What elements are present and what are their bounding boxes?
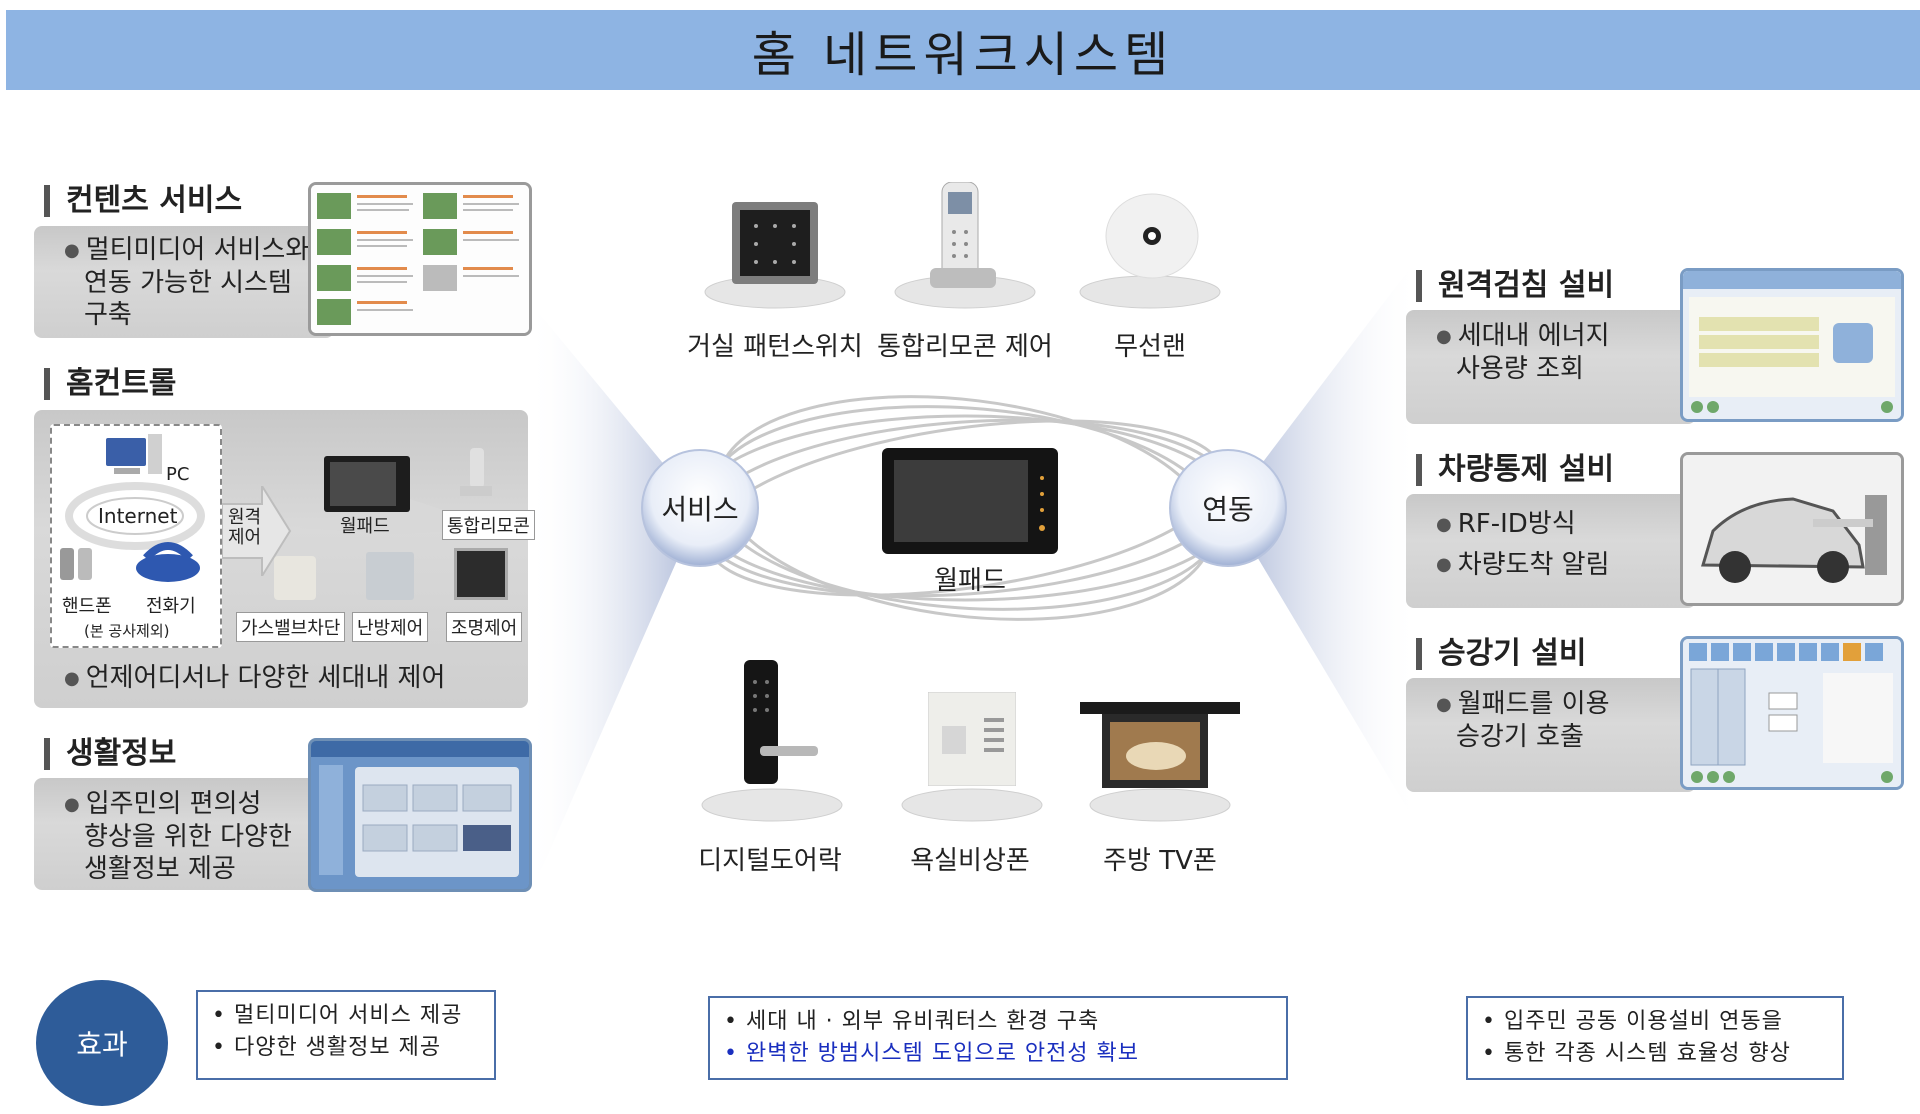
bullet-dot-icon: ● [64,239,80,261]
heating-device [366,552,414,600]
bath-phone-label: 욕실비상폰 [910,846,1030,876]
contents-text: ●멀티미디어 서비스와 연동 가능한 시스템 구축 [64,234,309,331]
elevator-line: 월패드를 이용 [1457,689,1610,719]
effect-line: • 통한 각종 시스템 효율성 향상 [1482,1041,1791,1066]
center-wallpad-device [882,448,1058,554]
vehicle-photo [1680,452,1904,606]
heating-label: 난방제어 [352,612,429,642]
elevator-heading: 승강기 설비 [1416,638,1586,670]
doorlock-label: 디지털도어락 [698,846,842,876]
effect-badge: 효과 [36,980,168,1106]
remote-devices-graphic [60,434,205,582]
bullet-dot-icon: ● [64,793,80,815]
pedestals [701,275,1231,822]
wireless-lan-label: 무선랜 [1114,332,1186,362]
contents-heading: 컨텐츠 서비스 [44,185,242,217]
effect-box-3: • 입주민 공동 이용설비 연동을 • 통한 각종 시스템 효율성 향상 [1466,996,1844,1080]
center-wallpad-label: 월패드 [934,566,1006,596]
lighting-label: 조명제어 [446,612,523,642]
lighting-switch-device [454,548,508,600]
bullet-dot-icon: ● [1436,513,1452,535]
right-fan [1228,255,1420,830]
bullet-dot-icon: ● [1436,325,1452,347]
effect-line: • 입주민 공동 이용설비 연동을 [1482,1009,1783,1034]
elevator-screenshot [1680,636,1904,790]
effect-line-highlight: • 완벽한 방범시스템 도입으로 안전성 확보 [724,1041,1140,1066]
arrow-right-icon [222,486,292,576]
lifeinfo-text: ●입주민의 편의성 향상을 위한 다양한 생활정보 제공 [64,788,292,885]
lifeinfo-box [34,778,334,890]
handphone-label: 핸드폰 [62,596,112,617]
contents-line: 구축 [84,299,132,330]
remocon-label: 통합리모콘 [442,510,535,540]
lifeinfo-screenshot [308,738,532,892]
kitchen-tv-phone-device [1080,702,1240,788]
elevator-box [1406,678,1696,792]
phone-label: 전화기 [146,596,196,617]
bath-emergency-phone-device [928,692,1016,786]
pc-label: PC [166,464,190,485]
homecontrol-bullet: ●언제어디서나 다양한 세대내 제어 [64,662,445,695]
bullet-dot-icon: ● [64,667,80,689]
remote-control-label: 원격 제어 [228,508,261,548]
excluded-note: (본 공사제외) [84,622,170,640]
meter-text: ●세대내 에너지 사용량 조회 [1436,320,1610,385]
vehicle-line: 차량도착 알림 [1457,549,1610,580]
page-title: 홈 네트워크시스템 [6,10,1920,90]
effect-line: • 멀티미디어 서비스 제공 [212,1003,463,1028]
meter-screenshot [1680,268,1904,422]
service-label: 서비스 [661,493,739,526]
pattern-switch-label: 거실 패턴스위치 [687,332,863,362]
homecontrol-bullet-text: 언제어디서나 다양한 세대내 제어 [85,663,446,693]
vehicle-box [1406,494,1696,608]
meter-heading: 원격검침 설비 [1416,270,1614,302]
gas-label: 가스밸브차단 [236,612,346,642]
contents-screenshot [308,182,532,336]
contents-box [34,226,334,338]
gas-valve-device [274,556,316,600]
elevator-line: 승강기 호출 [1456,721,1584,752]
meter-line: 세대내 에너지 [1457,321,1610,351]
remote-line: 원격 [228,507,262,528]
remote-handset-device [930,182,996,288]
lifeinfo-line: 향상을 위한 다양한 [84,821,292,852]
bullet-dot-icon: ● [1436,554,1452,575]
meter-line: 사용량 조회 [1456,353,1584,384]
effect-box-1: • 멀티미디어 서비스 제공 • 다양한 생활정보 제공 [196,990,496,1080]
wireless-lan-icon [1105,193,1199,279]
effect-label: 효과 [76,1028,128,1061]
elevator-text: ●월패드를 이용 승강기 호출 [1436,688,1610,753]
homecontrol-heading: 홈컨트롤 [44,368,176,400]
meter-box [1406,310,1696,424]
vehicle-heading: 차량통제 설비 [1416,454,1614,486]
wallpad-small-label: 월패드 [340,516,390,537]
internet-label: Internet [98,504,178,528]
link-label: 연동 [1202,493,1254,526]
vehicle-line: RF-ID방식 [1457,509,1576,539]
remote-line: 제어 [228,527,262,548]
effect-line: • 세대 내 · 외부 유비쿼터스 환경 구축 [724,1009,1100,1034]
contents-line: 연동 가능한 시스템 [84,267,292,298]
contents-line: 멀티미디어 서비스와 [85,235,310,265]
lifeinfo-line: 입주민의 편의성 [85,789,262,819]
kitchen-tv-label: 주방 TV폰 [1103,846,1217,876]
pattern-switch-device [732,202,818,284]
lifeinfo-heading: 생활정보 [44,738,176,770]
lifeinfo-line: 생활정보 제공 [84,853,236,884]
digital-doorlock-device [744,660,818,784]
remote-control-label: 통합리모콘 제어 [877,332,1053,362]
left-fan [528,300,700,900]
link-node [1169,449,1287,567]
bullet-dot-icon: ● [1436,693,1452,715]
effect-line: • 다양한 생활정보 제공 [212,1035,442,1060]
vehicle-text: ●RF-ID방식 ●차량도착 알림 [1436,504,1610,585]
service-node [641,449,759,567]
effect-box-2: • 세대 내 · 외부 유비쿼터스 환경 구축 • 완벽한 방범시스템 도입으로… [708,996,1288,1080]
